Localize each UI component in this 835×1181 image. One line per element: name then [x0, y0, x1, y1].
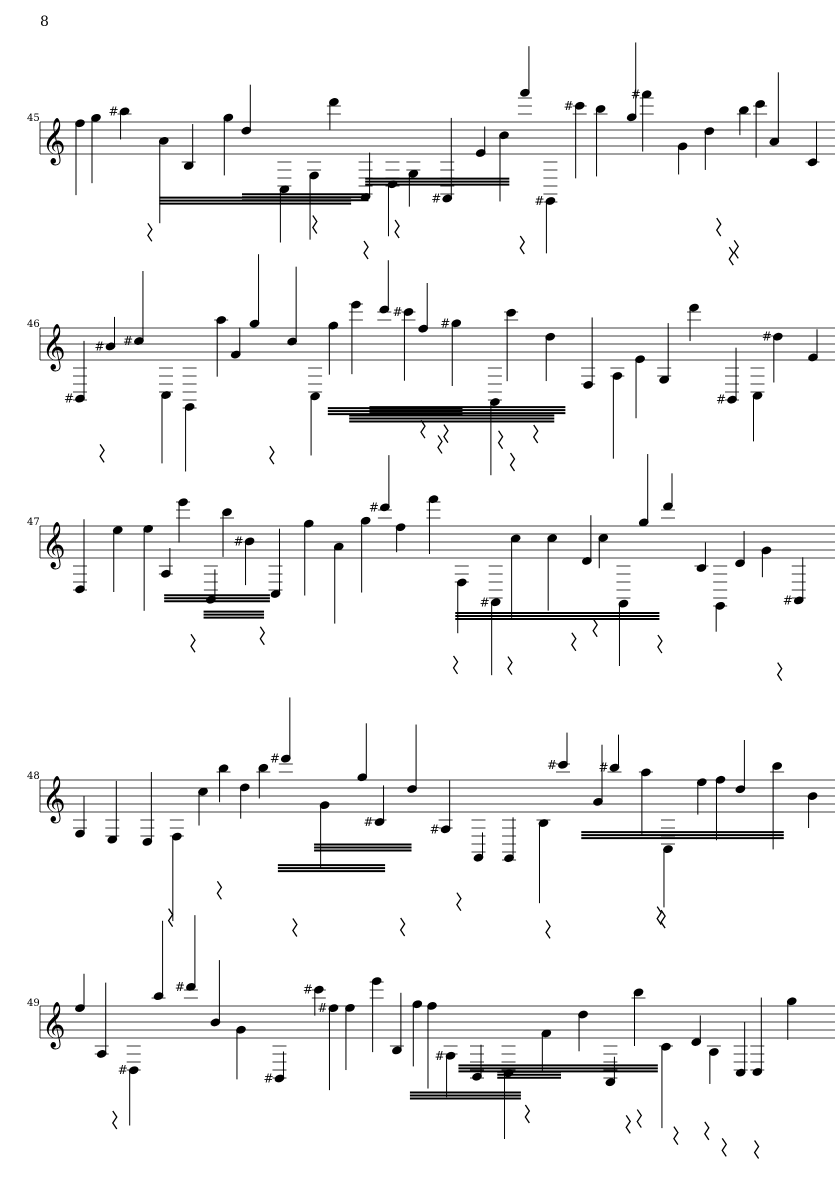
svg-text:#: #: [317, 1001, 327, 1015]
svg-text:#: #: [435, 1049, 445, 1063]
treble-clef-icon: 𝄞: [42, 522, 66, 570]
svg-text:#: #: [109, 104, 119, 118]
staff-system-45: [39, 121, 835, 155]
treble-clef-icon: 𝄞: [42, 1002, 66, 1050]
svg-text:#: #: [270, 752, 280, 766]
staff-system-48: [39, 779, 835, 813]
svg-text:#: #: [263, 1071, 273, 1085]
staff-system-46: [39, 327, 835, 361]
svg-text:#: #: [598, 761, 608, 775]
svg-text:#: #: [716, 393, 726, 407]
svg-text:#: #: [303, 983, 313, 997]
staff-system-47: [39, 525, 835, 559]
svg-text:#: #: [95, 339, 105, 353]
svg-text:#: #: [64, 392, 74, 406]
svg-text:#: #: [480, 595, 490, 609]
svg-text:#: #: [762, 330, 772, 344]
measure-number-48: 48: [27, 771, 40, 782]
staff-system-49: [39, 1005, 835, 1039]
measure-number-49: 49: [27, 998, 40, 1009]
svg-text:#: #: [534, 194, 544, 208]
treble-clef-icon: 𝄞: [42, 776, 66, 824]
svg-text:#: #: [118, 1063, 128, 1077]
svg-text:#: #: [431, 192, 441, 206]
svg-text:#: #: [234, 534, 244, 548]
notation-marks: # # # # # # # # # # # # # # # # # # # # # # # # # # #: [64, 42, 820, 1159]
page-number: 8: [40, 14, 49, 30]
svg-text:#: #: [564, 99, 574, 113]
measure-number-45: 45: [27, 113, 40, 124]
measure-number-46: 46: [27, 319, 40, 330]
svg-text:#: #: [175, 980, 185, 994]
svg-text:#: #: [392, 305, 402, 319]
svg-text:#: #: [631, 87, 641, 101]
svg-text:#: #: [440, 316, 450, 330]
measure-number-47: 47: [27, 517, 40, 528]
svg-text:#: #: [364, 815, 374, 829]
svg-text:#: #: [430, 822, 440, 836]
treble-clef-icon: 𝄞: [42, 324, 66, 372]
treble-clef-icon: 𝄞: [42, 118, 66, 166]
svg-text:#: #: [123, 334, 133, 348]
svg-text:#: #: [783, 593, 793, 607]
svg-text:#: #: [547, 758, 557, 772]
svg-text:#: #: [369, 500, 379, 514]
